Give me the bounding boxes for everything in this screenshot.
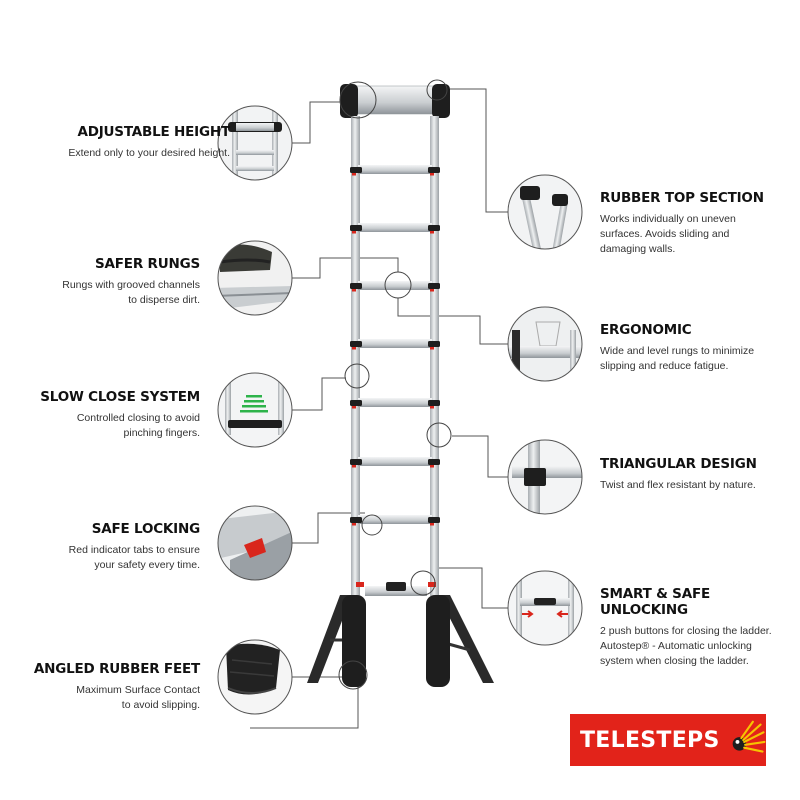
detail-callouts <box>217 79 583 715</box>
leg-left <box>307 595 352 683</box>
red-indicator-tab <box>430 465 434 468</box>
foot-right <box>426 595 450 687</box>
rubber-cap-icon <box>508 175 582 249</box>
red-indicator-tab <box>352 465 356 468</box>
rung-clip <box>428 225 440 231</box>
ladder-rung <box>358 281 432 290</box>
marker-top <box>339 81 377 119</box>
feature-rubber-top-section: RUBBER TOP SECTION Works individually on… <box>600 190 795 257</box>
rail-right <box>430 116 439 596</box>
marker-rung <box>384 271 412 299</box>
marker-triangular <box>426 422 452 448</box>
ladder-rung <box>358 398 432 407</box>
feature-title: ADJUSTABLE HEIGHT <box>77 124 230 140</box>
rubber-foot-icon <box>218 640 292 714</box>
feature-slow-close-system: SLOW CLOSE SYSTEM Controlled closing to … <box>0 389 200 441</box>
telescopic-ladder <box>307 84 494 687</box>
feature-title: SAFE LOCKING <box>91 521 200 537</box>
rung-clip <box>350 341 362 347</box>
feature-title: SMART & SAFE UNLOCKING <box>600 586 710 618</box>
red-indicator-tab <box>430 231 434 234</box>
wide-rung-icon <box>508 307 582 381</box>
rung-clip <box>428 400 440 406</box>
feature-title: TRIANGULAR DESIGN <box>600 456 757 472</box>
marker-top-right <box>426 79 448 101</box>
feature-adjustable-height: ADJUSTABLE HEIGHT Extend only to your de… <box>0 124 230 161</box>
telesteps-logo: TELESTEPS <box>570 714 766 766</box>
red-indicator-tab <box>430 173 434 176</box>
red-indicator-tab <box>352 523 356 526</box>
push-button <box>386 582 406 591</box>
red-indicator-tab <box>430 347 434 350</box>
feature-triangular-design: TRIANGULAR DESIGN Twist and flex resista… <box>600 456 795 493</box>
leg-right <box>438 595 494 683</box>
marker-lock <box>361 514 383 536</box>
red-indicator-tab <box>352 406 356 409</box>
rung-clip <box>350 517 362 523</box>
feature-ergonomic: ERGONOMIC Wide and level rungs to minimi… <box>600 322 795 374</box>
rung-clip <box>428 283 440 289</box>
feature-title: ANGLED RUBBER FEET <box>33 661 200 677</box>
rung-clip <box>428 459 440 465</box>
top-rubber-cap-left <box>340 84 358 118</box>
ladder-rung <box>358 339 432 348</box>
top-rung <box>349 85 443 115</box>
ladder-rung <box>358 165 432 174</box>
slow-close-arrows-icon <box>218 373 292 447</box>
ladder-rung <box>358 515 432 524</box>
rung-clip <box>350 400 362 406</box>
feature-title: RUBBER TOP SECTION <box>600 190 764 206</box>
rail-left <box>351 116 360 596</box>
ladder-rung <box>358 223 432 232</box>
marker-foot <box>338 660 368 690</box>
feature-title: SAFER RUNGS <box>95 256 200 272</box>
feature-desc: Extend only to your desired height. <box>68 147 230 159</box>
push-button-icon <box>508 571 582 645</box>
foot-left <box>342 595 366 687</box>
red-indicator-tab <box>352 173 356 176</box>
feature-title: ERGONOMIC <box>600 322 692 338</box>
red-lock-tab-icon <box>218 506 292 580</box>
feature-desc: Twist and flex resistant by nature. <box>600 479 756 491</box>
red-indicator-tab <box>430 406 434 409</box>
rung-clip <box>428 341 440 347</box>
red-indicator-tab <box>430 289 434 292</box>
ladder-rung <box>358 457 432 466</box>
boot-on-rung-icon <box>218 241 292 315</box>
top-rubber-cap-right <box>432 84 450 118</box>
connector-lines <box>250 88 508 729</box>
red-indicator-tab <box>352 231 356 234</box>
marker-button <box>410 570 436 596</box>
feature-smart-safe-unlocking: SMART & SAFE UNLOCKING 2 push buttons fo… <box>600 586 798 669</box>
triangular-rail-icon <box>508 440 582 514</box>
feature-angled-rubber-feet: ANGLED RUBBER FEET Maximum Surface Conta… <box>0 661 200 713</box>
brand-emblem-icon <box>732 720 766 753</box>
rung-clip <box>350 167 362 173</box>
feature-safe-locking: SAFE LOCKING Red indicator tabs to ensur… <box>0 521 201 573</box>
red-indicator-tab <box>352 347 356 350</box>
red-indicator-tab <box>430 523 434 526</box>
rung-clip <box>350 225 362 231</box>
rung-clip <box>428 517 440 523</box>
feature-desc: 2 push buttons for closing the ladder.Au… <box>600 625 772 667</box>
rung-clip <box>350 283 362 289</box>
ladder-top-icon <box>218 106 292 180</box>
marker-slow-close <box>344 363 370 389</box>
rung-clip <box>428 167 440 173</box>
feature-title: SLOW CLOSE SYSTEM <box>40 389 200 405</box>
red-indicator-tab <box>352 289 356 292</box>
brand-name: TELESTEPS <box>580 727 720 753</box>
rung-clip <box>350 459 362 465</box>
